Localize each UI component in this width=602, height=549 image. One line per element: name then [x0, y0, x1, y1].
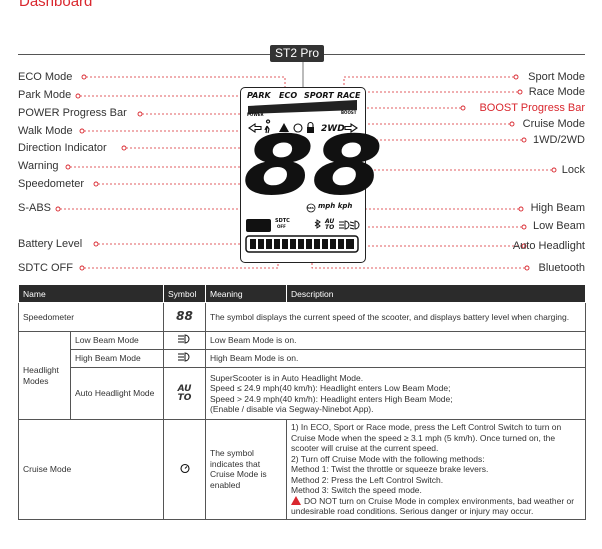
- lcd-abs: ABS: [307, 206, 314, 210]
- label-speedometer: Speedometer: [18, 178, 85, 190]
- warning-icon: [279, 123, 289, 132]
- row-meaning: The symbol displays the current speed of…: [205, 302, 586, 332]
- abs-icon: [306, 203, 316, 213]
- lcd-mode-race: RACE: [337, 91, 361, 100]
- lcd-mode-park: PARK: [247, 91, 271, 100]
- lcd-power: POWER: [247, 112, 264, 117]
- power-progress-bar: [248, 100, 357, 114]
- row-meaning: Low Beam Mode is on.: [205, 331, 586, 350]
- lcd-sdtc-off: OFF: [277, 224, 286, 229]
- label-battery-level: Battery Level: [18, 238, 83, 250]
- battery-segments: [250, 239, 354, 249]
- label-power-progress-bar: POWER Progress Bar: [18, 107, 127, 119]
- row-description: 1) In ECO, Sport or Race mode, press the…: [286, 419, 586, 520]
- header-symbol: Symbol: [163, 284, 206, 303]
- table-row: Cruise Mode The symbol indicates that Cr…: [18, 419, 586, 520]
- row-description: SuperScooter is in Auto Headlight Mode. …: [205, 367, 586, 420]
- walk-icon: [264, 119, 271, 134]
- label-1wd-2wd: 1WD/2WD: [533, 134, 585, 146]
- header-description: Description: [286, 284, 586, 303]
- label-low-beam: Low Beam: [533, 220, 585, 232]
- label-race-mode: Race Mode: [528, 86, 585, 98]
- table-row: Headlight Modes Low Beam Mode Low Beam M…: [18, 331, 586, 420]
- label-warning: Warning: [18, 160, 59, 172]
- lock-icon: [307, 127, 314, 133]
- high-beam-symbol: [163, 349, 206, 368]
- lcd-auto-au: AU: [325, 218, 335, 225]
- row-name: Cruise Mode: [18, 419, 164, 520]
- cruise-icon: [184, 466, 187, 469]
- symbol-table: Name Symbol Meaning Description Speedome…: [18, 284, 586, 520]
- lcd-auto-to: TO: [325, 224, 335, 231]
- label-bluetooth: Bluetooth: [538, 262, 585, 274]
- lcd-sdtc: SDTC: [275, 218, 290, 224]
- lcd-graphics: [245, 100, 360, 253]
- page-title: Dashboard: [19, 0, 93, 10]
- low-beam-icon: [177, 334, 189, 344]
- high-beam-icon: [339, 220, 350, 230]
- row-meaning: The symbol indicates that Cruise Mode is…: [205, 419, 287, 520]
- warning-icon: [291, 495, 301, 505]
- speedometer-symbol: 88: [163, 302, 206, 332]
- cruise-symbol: [163, 419, 206, 520]
- lcd-boost: BOOST: [341, 110, 357, 115]
- model-tag: ST2 Pro: [270, 45, 325, 62]
- label-sport-mode: Sport Mode: [528, 71, 585, 83]
- lcd-mode-eco: ECO: [279, 91, 298, 100]
- label-lock: Lock: [561, 164, 585, 176]
- low-beam-symbol: [163, 331, 206, 350]
- row-meaning: High Beam Mode is on.: [205, 349, 586, 368]
- auto-headlight-symbol: AU TO: [163, 367, 206, 420]
- row-name: Low Beam Mode: [70, 331, 164, 350]
- label-cruise-mode: Cruise Mode: [522, 118, 585, 130]
- label-auto-headlight: Auto Headlight: [512, 240, 585, 252]
- battery-level-bar: [245, 235, 359, 253]
- label-eco-mode: ECO Mode: [18, 71, 73, 83]
- label-boost-progress-bar: BOOST Progress Bar: [479, 102, 585, 114]
- battery-icon: [246, 219, 271, 232]
- table-row: Speedometer 88 The symbol displays the c…: [18, 302, 586, 332]
- lcd-speed: 88: [243, 119, 383, 214]
- arrow-right-icon: [344, 122, 358, 134]
- header-meaning: Meaning: [205, 284, 287, 303]
- label-sdtc-off: SDTC OFF: [18, 262, 73, 274]
- lcd-mode-sport: SPORT: [304, 91, 334, 100]
- table-row: High Beam Mode High Beam Mode is on.: [19, 349, 586, 368]
- headlight-group: Headlight Modes: [18, 331, 71, 420]
- high-beam-icon: [177, 352, 189, 362]
- row-name: Auto Headlight Mode: [70, 367, 164, 420]
- header-name: Name: [18, 284, 164, 303]
- arrow-left-icon: [248, 122, 262, 134]
- table-row: Auto Headlight Mode AU TO SuperScooter i…: [19, 367, 586, 420]
- label-s-abs: S-ABS: [18, 202, 52, 214]
- bluetooth-icon: [314, 219, 321, 229]
- row-name: Speedometer: [18, 302, 164, 332]
- label-high-beam: High Beam: [530, 202, 585, 214]
- lcd-display: PARK ECO SPORT RACE POWER BOOST 2WD 88 A…: [240, 87, 383, 263]
- lcd-drive-mode: 2WD: [321, 124, 345, 134]
- row-name: High Beam Mode: [70, 349, 164, 368]
- cruise-icon: [293, 123, 303, 133]
- low-beam-icon: [349, 220, 360, 230]
- lcd-unit: mph kph: [318, 202, 353, 210]
- label-walk-mode: Walk Mode: [18, 125, 73, 137]
- label-park-mode: Park Mode: [18, 89, 72, 101]
- label-direction-indicator: Direction Indicator: [18, 142, 107, 154]
